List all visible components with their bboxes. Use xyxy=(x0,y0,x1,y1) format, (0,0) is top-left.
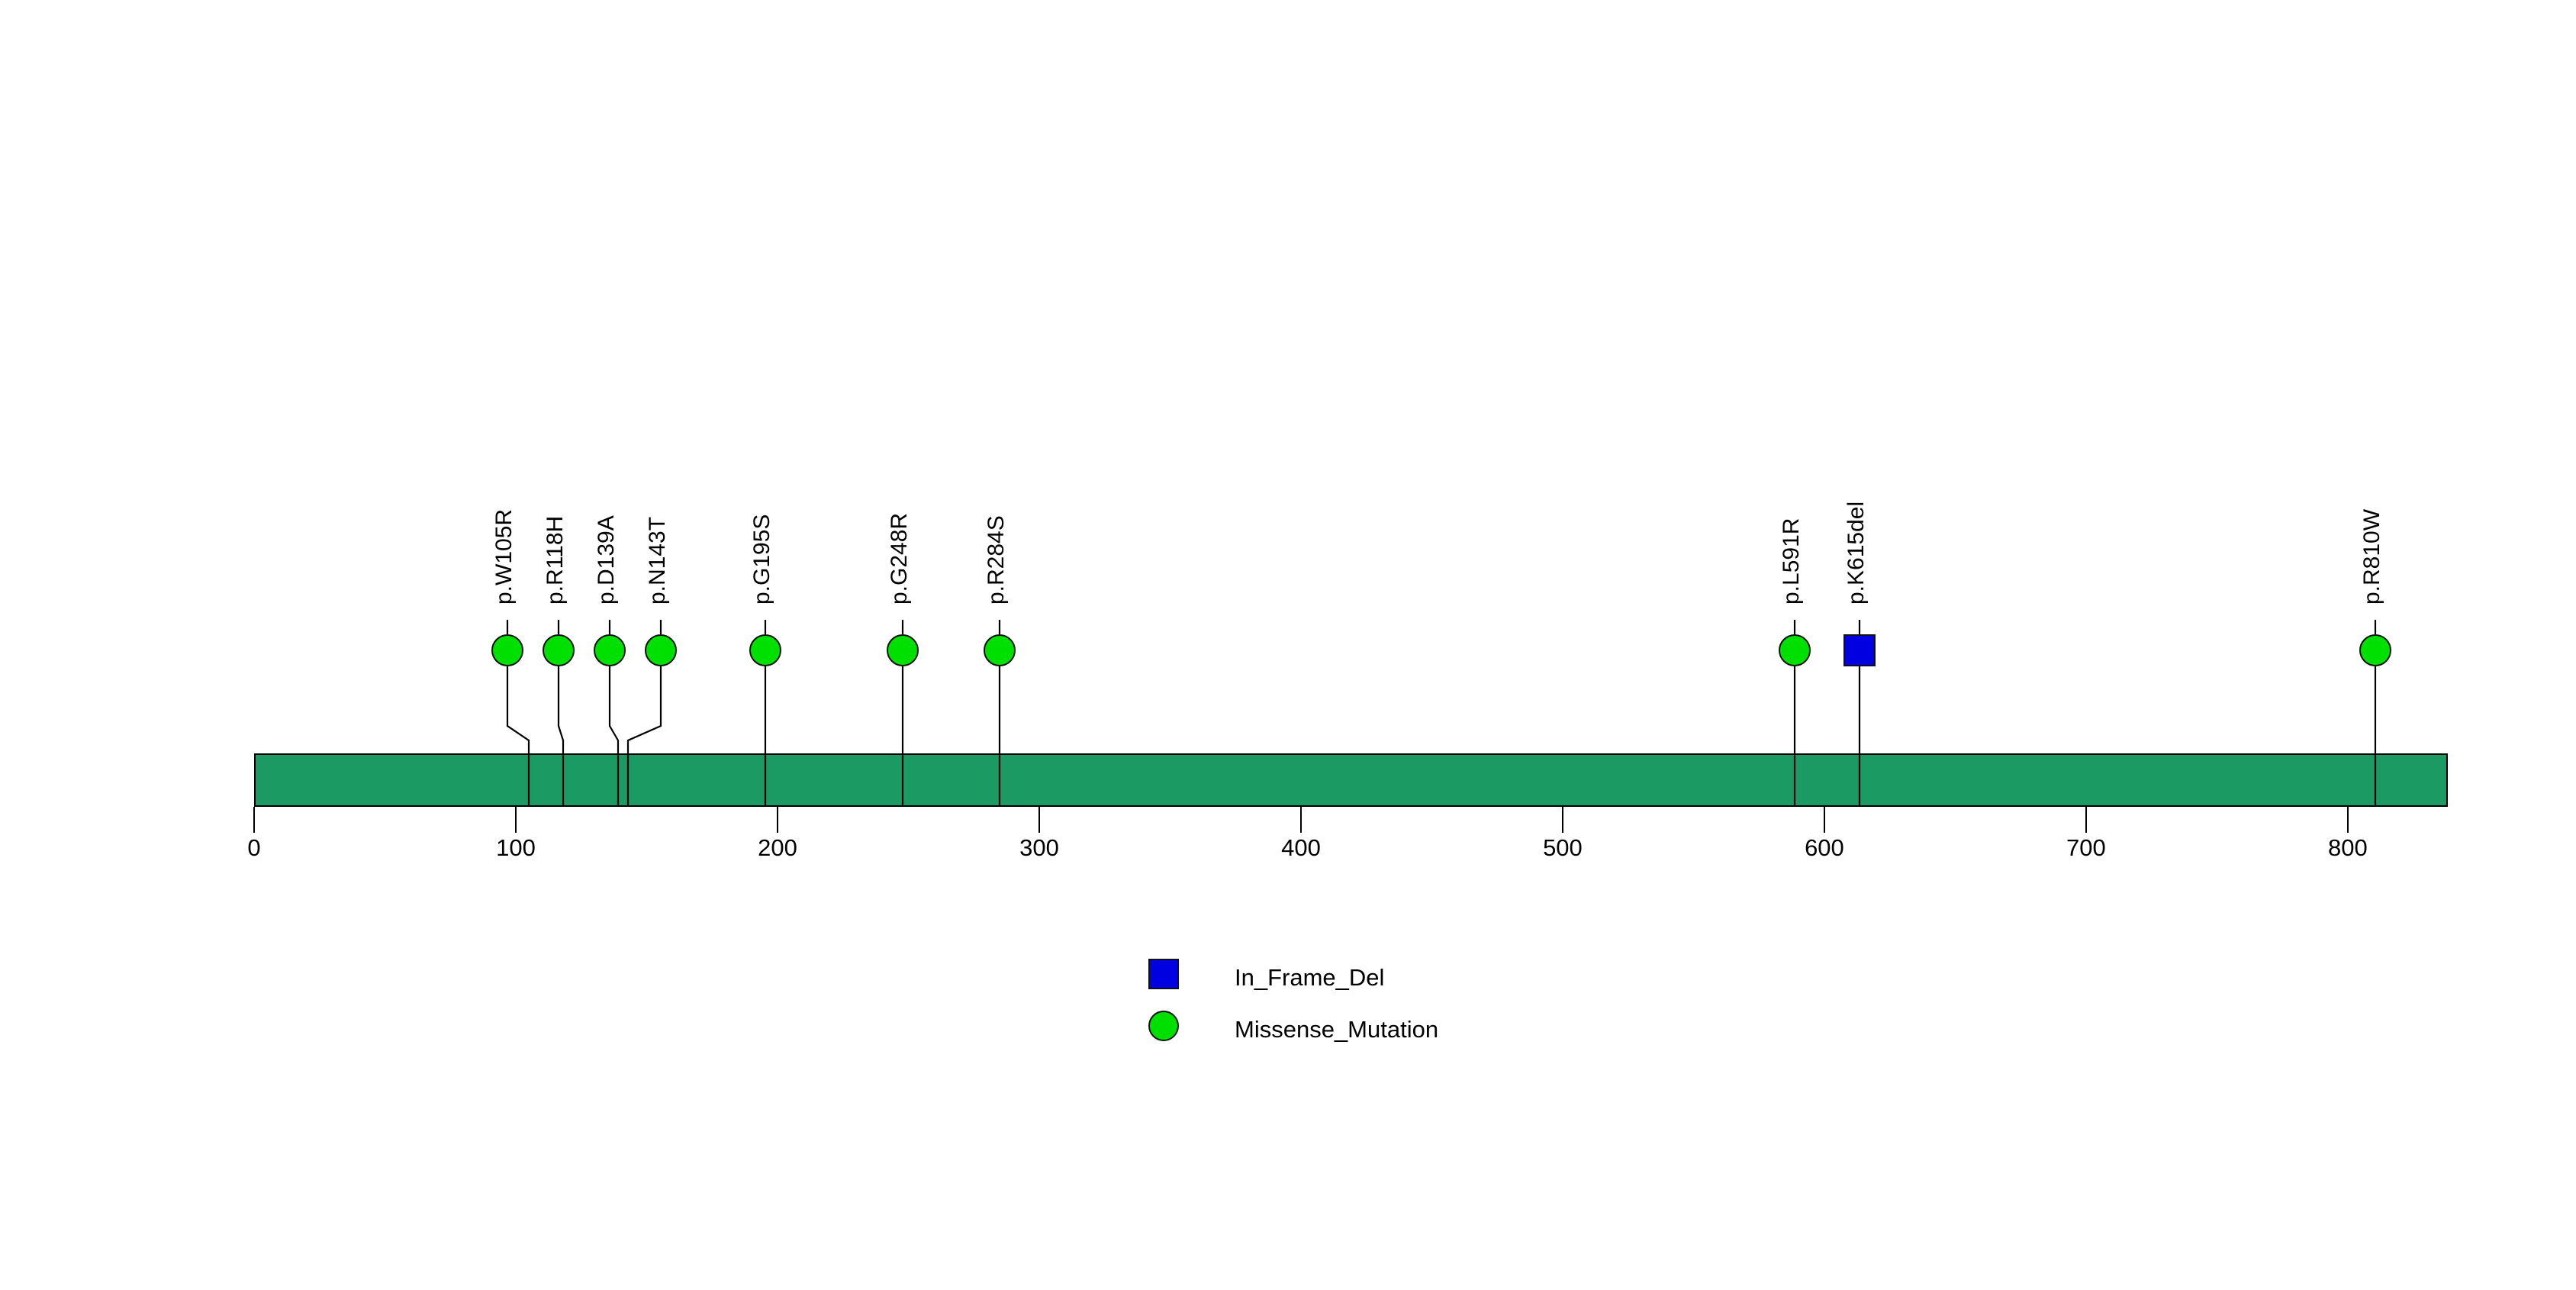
legend-key-in_frame_del[interactable] xyxy=(1148,959,1179,989)
protein-backbone-bar[interactable] xyxy=(254,753,2448,807)
legend-label-in_frame_del: In_Frame_Del xyxy=(1235,964,1385,991)
axis-tick-label-100: 100 xyxy=(496,834,536,861)
lollipop-marker-pR284S[interactable] xyxy=(984,634,1016,666)
legend-label-missense_mutation: Missense_Mutation xyxy=(1235,1016,1439,1043)
mutation-label-pN143T: p.N143T xyxy=(645,516,670,605)
mutation-label-pG248R: p.G248R xyxy=(887,512,912,605)
axis-tick-0 xyxy=(253,807,255,833)
lollipop-marker-pL591R[interactable] xyxy=(1779,634,1811,666)
axis-tick-100 xyxy=(514,807,517,833)
mutation-label-pG195S: p.G195S xyxy=(749,514,774,605)
legend-key-missense_mutation[interactable] xyxy=(1148,1011,1179,1041)
axis-tick-700 xyxy=(2085,807,2087,833)
lollipop-marker-pG248R[interactable] xyxy=(887,634,919,666)
mutation-label-pR284S: p.R284S xyxy=(984,515,1009,605)
axis-tick-label-600: 600 xyxy=(1805,834,1844,861)
axis-tick-label-700: 700 xyxy=(2066,834,2106,861)
mutation-label-pK615del: p.K615del xyxy=(1843,501,1869,605)
lollipop-marker-pD139A[interactable] xyxy=(594,634,626,666)
axis-tick-800 xyxy=(2346,807,2349,833)
mutation-label-pL591R: p.L591R xyxy=(1779,518,1804,605)
axis-tick-label-300: 300 xyxy=(1019,834,1059,861)
mutation-label-pR118H: p.R118H xyxy=(543,515,568,605)
lollipop-marker-pN143T[interactable] xyxy=(645,634,677,666)
lollipop-marker-pW105R[interactable] xyxy=(491,634,523,666)
lollipop-marker-pK615del[interactable] xyxy=(1843,634,1876,666)
axis-tick-label-400: 400 xyxy=(1281,834,1321,861)
axis-tick-label-500: 500 xyxy=(1543,834,1583,861)
axis-tick-600 xyxy=(1823,807,1825,833)
lollipop-marker-pR118H[interactable] xyxy=(543,634,575,666)
lollipop-marker-pG195S[interactable] xyxy=(749,634,781,666)
mutation-label-pD139A: p.D139A xyxy=(594,515,619,605)
mutation-label-pW105R: p.W105R xyxy=(491,508,517,605)
mutation-label-pR810W: p.R810W xyxy=(2359,508,2384,605)
axis-tick-label-200: 200 xyxy=(758,834,797,861)
axis-tick-label-0: 0 xyxy=(247,834,261,861)
lollipop-marker-pR810W[interactable] xyxy=(2359,634,2391,666)
axis-tick-200 xyxy=(776,807,778,833)
axis-tick-300 xyxy=(1038,807,1040,833)
axis-tick-label-800: 800 xyxy=(2328,834,2368,861)
axis-tick-400 xyxy=(1299,807,1302,833)
axis-tick-500 xyxy=(1561,807,1563,833)
